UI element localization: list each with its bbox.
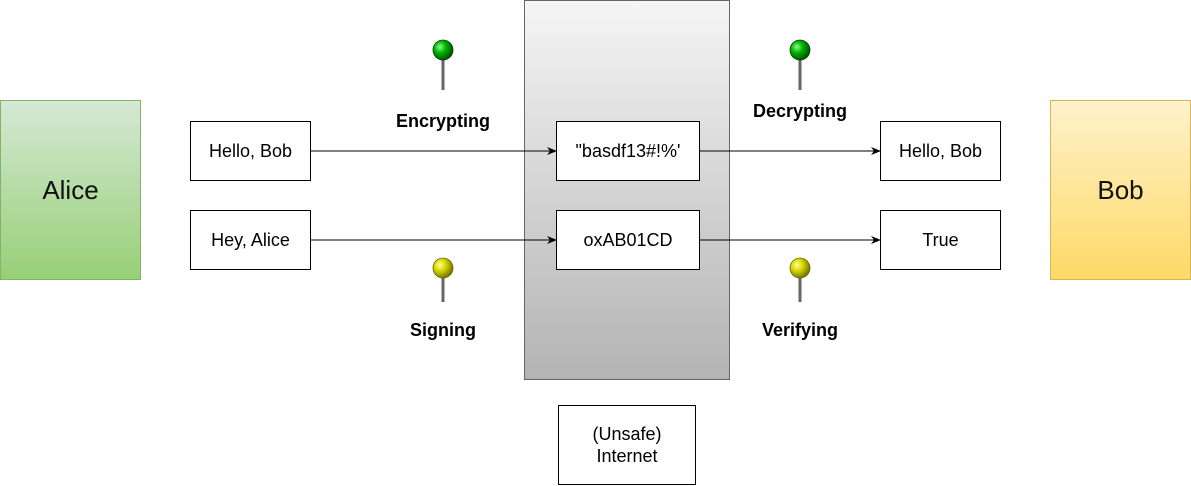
- signature-box: oxAB01CD: [556, 210, 700, 270]
- yellow-pin-icon: [432, 257, 454, 302]
- verifying-label: Verifying: [761, 320, 839, 340]
- bob-box: Bob: [1050, 100, 1191, 280]
- internet-label-line2: Internet: [596, 446, 658, 466]
- green-pin-icon: [432, 39, 454, 90]
- ciphertext-box: "basdf13#!%': [556, 121, 700, 181]
- bob-plaintext-box: Hello, Bob: [880, 121, 1001, 181]
- verify-result-text: True: [922, 229, 959, 250]
- bob-label: Bob: [1097, 174, 1144, 205]
- alice-box: Alice: [0, 100, 141, 280]
- yellow-pin-icon: [789, 257, 811, 302]
- alice-plaintext-text: Hello, Bob: [208, 140, 293, 161]
- alice-sign-message-text: Hey, Alice: [211, 229, 290, 250]
- verify-result-box: True: [880, 210, 1001, 270]
- internet-label-line1: (Unsafe): [592, 424, 662, 444]
- green-pin-icon: [789, 39, 811, 90]
- alice-sign-message-box: Hey, Alice: [190, 210, 311, 270]
- internet-label-box: (Unsafe) Internet: [558, 405, 696, 485]
- signing-label: Signing: [410, 320, 476, 340]
- ciphertext-text: "basdf13#!%': [575, 140, 681, 161]
- internet-zone: [524, 0, 730, 380]
- encrypting-label: Encrypting: [395, 111, 491, 131]
- decrypting-label: Decrypting: [752, 101, 848, 121]
- alice-plaintext-box: Hello, Bob: [190, 121, 311, 181]
- alice-label: Alice: [42, 174, 99, 205]
- signature-text: oxAB01CD: [583, 229, 673, 250]
- bob-plaintext-text: Hello, Bob: [898, 140, 983, 161]
